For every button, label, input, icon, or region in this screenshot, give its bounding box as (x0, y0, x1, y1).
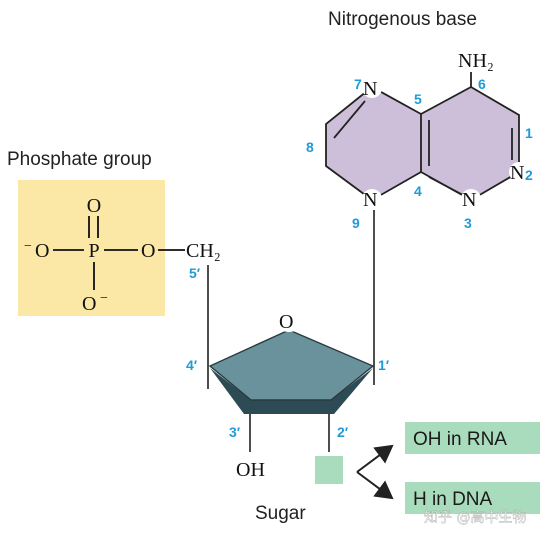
nh2-label: NH₂ (458, 50, 494, 72)
num-9: 9 (352, 215, 360, 231)
phosphate-o-top: O (87, 195, 101, 217)
ring-o-atom: O (279, 311, 293, 333)
n7-halo (362, 78, 382, 98)
n3-atom: N (462, 189, 476, 211)
num-8: 8 (306, 139, 314, 155)
phosphate-box (18, 180, 165, 316)
c3-oh-label: OH (236, 459, 265, 481)
label-4prime: 4′ (186, 357, 198, 373)
num-3: 3 (464, 215, 472, 231)
phosphate-bottom-charge: − (100, 291, 108, 306)
phosphate-o-left: O (35, 240, 49, 262)
oh-rna-label: OH in RNA (413, 429, 507, 450)
label-2prime: 2′ (337, 424, 349, 440)
ring-inner-double-3 (428, 176, 464, 196)
sugar-ring-side (210, 368, 373, 414)
sugar-ring-top (208, 329, 375, 401)
n9-halo (362, 189, 382, 209)
arrow-to-dna (356, 471, 394, 500)
watermark: 知乎 @高中生物 (424, 509, 526, 526)
ch2-label: CH₂ (186, 240, 221, 262)
n3-halo (461, 189, 481, 209)
num-5: 5 (414, 91, 422, 107)
label-1prime: 1′ (378, 357, 390, 373)
n1-halo (509, 162, 529, 182)
h-dna-label: H in DNA (413, 489, 493, 510)
phosphate-o-right: O (141, 240, 155, 262)
nitrogenous-base-label: Nitrogenous base (328, 9, 477, 30)
sugar-label: Sugar (255, 503, 306, 524)
arrow-to-rna (356, 444, 394, 473)
num-2: 2 (525, 167, 533, 183)
num-4: 4 (414, 183, 422, 199)
ring-o-halo (275, 310, 303, 332)
n9-atom: N (363, 189, 377, 211)
ring-inner-double-2 (333, 100, 366, 139)
n7-atom: N (363, 78, 377, 100)
base-ring-fill (325, 85, 520, 202)
phosphate-group-label: Phosphate group (7, 149, 152, 170)
num-6: 6 (478, 76, 486, 92)
phosphate-o-bottom: O (82, 293, 96, 315)
label-5prime: 5′ (189, 265, 201, 281)
c2-substituent-box (315, 456, 343, 484)
oh-rna-box (405, 422, 540, 454)
phosphate-left-charge: − (24, 239, 32, 254)
num-7: 7 (354, 76, 362, 92)
num-1: 1 (525, 125, 533, 141)
phosphate-p: P (88, 240, 99, 262)
n1-atom: N (510, 162, 524, 184)
label-3prime: 3′ (229, 424, 241, 440)
h-dna-box (405, 482, 540, 514)
